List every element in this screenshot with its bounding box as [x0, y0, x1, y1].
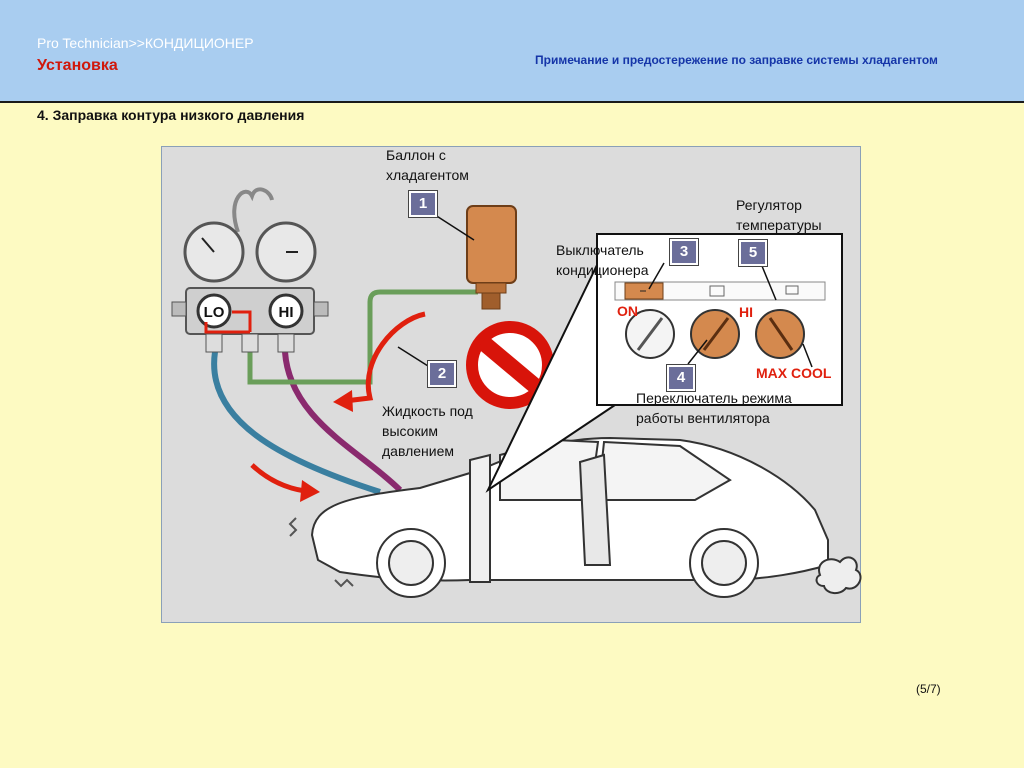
fan-label-line2: работы вентилятора [636, 410, 770, 426]
page-indicator: (5/7) [916, 682, 941, 696]
breadcrumb[interactable]: Pro Technician>>КОНДИЦИОНЕР [37, 35, 254, 51]
hi-label: HI [739, 304, 753, 320]
cylinder-label-line2: хладагентом [386, 167, 469, 183]
marker-2: 2 [427, 360, 457, 388]
cylinder-label: Баллон с хладагентом [386, 145, 469, 185]
blue-hose [211, 351, 381, 495]
high-pressure-liquid-label: Жидкость под высоким давлением [382, 401, 473, 461]
purple-hose [282, 351, 403, 493]
manifold-gauge-set: LO HI [171, 187, 329, 353]
flow-arrow-upper [344, 311, 426, 404]
refrigerant-cylinder [466, 205, 517, 310]
lo-valve [196, 293, 232, 329]
flow-arrow-lower-head [300, 480, 320, 502]
marker-3: 3 [669, 238, 699, 266]
ac-label-line1: Выключатель [556, 242, 644, 258]
climate-control-panel [596, 233, 843, 406]
marker-4: 4 [666, 364, 696, 392]
fan-dial-off [625, 309, 675, 359]
fan-label-line1: Переключатель режима [636, 390, 792, 406]
ac-label-line2: кондиционера [556, 262, 649, 278]
flow-arrow-upper-head [333, 390, 353, 412]
ac-switch-label: Выключатель кондиционера [556, 240, 649, 280]
prohibition-icon [466, 321, 554, 409]
max-cool-label: MAX COOL [756, 365, 832, 381]
liquid-label-line2: высоким [382, 423, 439, 439]
header-bar: Pro Technician>>КОНДИЦИОНЕР Установка Пр… [0, 0, 1024, 103]
temp-label-line1: Регулятор [736, 197, 802, 213]
page-subtitle: Примечание и предостережение по заправке… [535, 53, 938, 67]
temperature-dial [755, 309, 805, 359]
temp-label-line2: температуры [736, 217, 822, 233]
hanger-hook [232, 187, 274, 233]
exhaust-cloud [815, 556, 862, 594]
fan-mode-label: Переключатель режима работы вентилятора [636, 388, 792, 428]
marker-1: 1 [408, 190, 438, 218]
hi-valve [268, 293, 304, 329]
lo-valve-label: LO [204, 304, 225, 321]
green-hose [247, 289, 478, 385]
flow-path-line [204, 322, 250, 334]
flow-arrow-lower [250, 463, 306, 494]
car-outline [310, 436, 862, 598]
liquid-label-line1: Жидкость под [382, 403, 473, 419]
section-title: Установка [37, 57, 118, 74]
marker-5: 5 [738, 239, 768, 267]
on-label: ON [617, 303, 638, 319]
step-title: 4. Заправка контура низкого давления [37, 107, 305, 123]
temperature-regulator-label: Регулятор температуры [736, 195, 822, 235]
hi-valve-label: HI [279, 304, 294, 321]
liquid-label-line3: давлением [382, 443, 454, 459]
vibration-lines [288, 517, 354, 588]
cylinder-label-line1: Баллон с [386, 147, 446, 163]
